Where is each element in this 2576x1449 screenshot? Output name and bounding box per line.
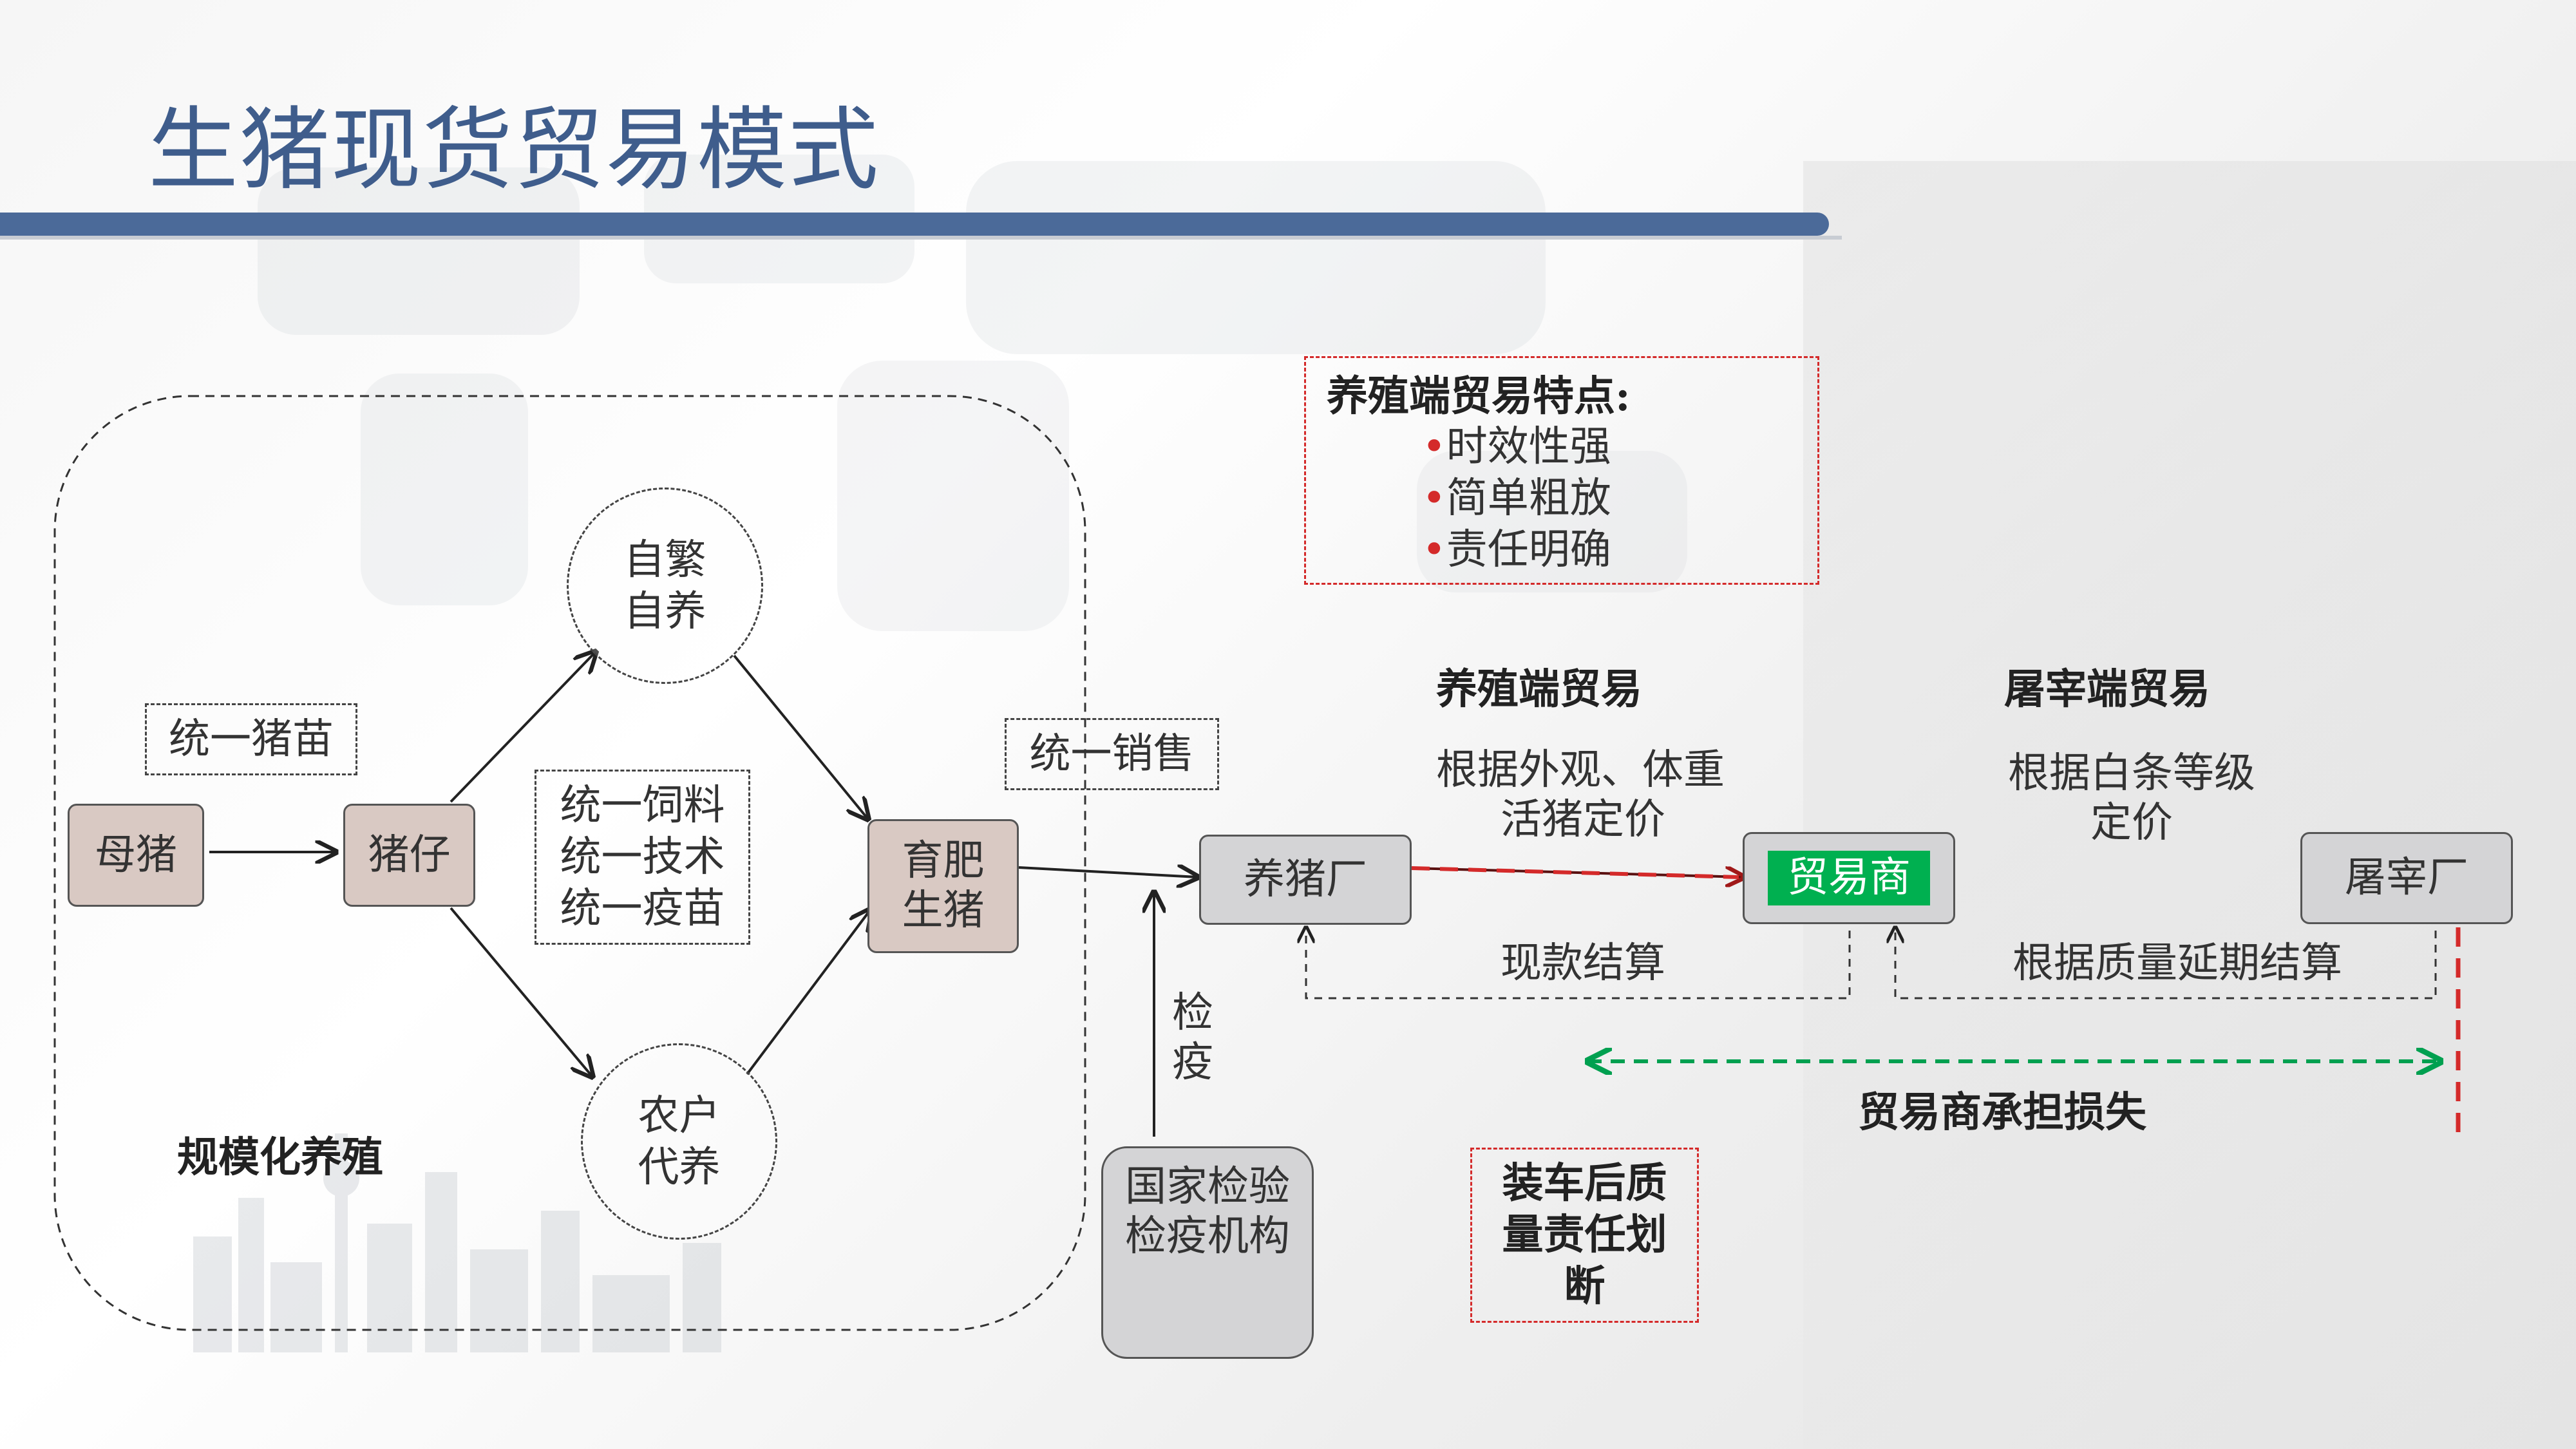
features-item-2: •简单粗放	[1422, 475, 1611, 522]
unified-tech-label: 统一技术	[560, 833, 725, 881]
self-breed-label-2: 自养	[623, 587, 706, 636]
title-underline-bar	[0, 213, 1829, 236]
background-panel	[1803, 161, 2576, 1449]
inspection-agency-label-2: 检疫机构	[1125, 1212, 1290, 1260]
inspection-agency-label-1: 国家检验	[1125, 1163, 1290, 1211]
unified-vaccine-label: 统一疫苗	[560, 885, 725, 933]
inspection-label: 检 疫	[1172, 989, 1213, 1088]
features-heading: 养殖端贸易特点:	[1327, 372, 1631, 421]
fattening-label-1: 育肥	[902, 837, 985, 886]
breeding-pricing-line-1: 根据外观、体重	[1436, 746, 1725, 794]
features-item-1: •时效性强	[1422, 423, 1611, 471]
arrow-pigfarm-to-trader	[1411, 868, 1744, 877]
inspection-char-2: 疫	[1172, 1038, 1213, 1086]
breeding-trade-title: 养殖端贸易	[1436, 665, 1642, 714]
pig-farm-node: 养猪厂	[1199, 835, 1412, 925]
slaughter-trade-title: 屠宰端贸易	[2004, 665, 2210, 714]
slaughter-pricing-line-2: 定价	[2090, 799, 2173, 847]
farmer-raise-label-1: 农户	[638, 1092, 721, 1140]
bullet-icon: •	[1422, 423, 1446, 471]
deferred-settlement-bracket	[1895, 927, 2437, 999]
slaughter-pricing: 根据白条等级 定价	[1996, 749, 2267, 848]
arrow-selfbreed-to-fattening	[733, 654, 868, 819]
trader-node: 贸易商	[1743, 832, 1955, 924]
page-title: 生猪现货贸易模式	[148, 98, 880, 203]
bullet-icon: •	[1422, 526, 1446, 574]
deferred-settlement-label: 根据质量延期结算	[2012, 940, 2342, 987]
trader-label: 贸易商	[1768, 851, 1930, 905]
quality-line-3: 断	[1564, 1262, 1605, 1311]
self-breed-label-1: 自繁	[623, 536, 706, 584]
arrow-piglet-to-selfbreed	[450, 652, 596, 803]
breeding-pricing: 根据外观、体重 活猪定价	[1436, 746, 1823, 845]
unified-feed-label: 统一饲料	[560, 782, 725, 829]
breeding-features-box: 养殖端贸易特点: •时效性强 •简单粗放 •责任明确	[1304, 356, 1819, 585]
self-breed-circle: 自繁 自养	[567, 488, 763, 684]
unified-piglet-box: 统一猪苗	[145, 703, 357, 775]
unified-sales-box: 统一销售	[1005, 718, 1219, 790]
piglet-node: 猪仔	[343, 804, 475, 907]
inspection-agency-node: 国家检验 检疫机构	[1101, 1146, 1314, 1359]
breeding-pricing-line-2: 活猪定价	[1501, 795, 1665, 844]
arrow-fattening-to-pigfarm	[1018, 867, 1198, 877]
unified-sales-label: 统一销售	[1029, 730, 1195, 778]
quality-responsibility-box: 装车后质 量责任划 断	[1470, 1148, 1699, 1323]
farmer-raise-label-2: 代养	[638, 1143, 721, 1191]
world-map-decoration	[258, 155, 1687, 631]
cash-settlement-label: 现款结算	[1501, 940, 1665, 987]
city-skyline-decoration	[193, 1133, 721, 1352]
slaughterhouse-node: 屠宰厂	[2300, 832, 2513, 924]
pig-farm-label: 养猪厂	[1244, 855, 1367, 904]
bullet-icon: •	[1422, 475, 1446, 522]
quality-line-1: 装车后质	[1502, 1159, 1667, 1208]
cash-settlement-bracket	[1306, 927, 1851, 999]
piglet-label: 猪仔	[368, 831, 451, 879]
fattening-label-2: 生猪	[902, 887, 985, 934]
arrow-piglet-to-farmer	[450, 907, 592, 1077]
sow-node: 母猪	[68, 804, 204, 907]
features-item-3: •责任明确	[1422, 526, 1611, 574]
scale-farming-boundary	[53, 395, 1086, 1331]
inspection-char-1: 检	[1172, 989, 1213, 1037]
unified-feed-box: 统一饲料 统一技术 统一疫苗	[535, 770, 750, 945]
unified-piglet-label: 统一猪苗	[169, 715, 334, 763]
slaughter-pricing-line-1: 根据白条等级	[2008, 750, 2255, 797]
trader-loss-label: 贸易商承担损失	[1858, 1088, 2146, 1137]
title-underline-shadow	[0, 236, 1842, 240]
scale-farming-label: 规模化养殖	[177, 1133, 383, 1182]
quality-line-2: 量责任划	[1502, 1211, 1667, 1259]
sow-label: 母猪	[95, 831, 177, 879]
arrow-farmer-to-fattening	[746, 909, 871, 1075]
farmer-raise-circle: 农户 代养	[581, 1043, 777, 1240]
slaughterhouse-label: 屠宰厂	[2345, 854, 2468, 902]
fattening-pig-node: 育肥 生猪	[867, 819, 1019, 953]
